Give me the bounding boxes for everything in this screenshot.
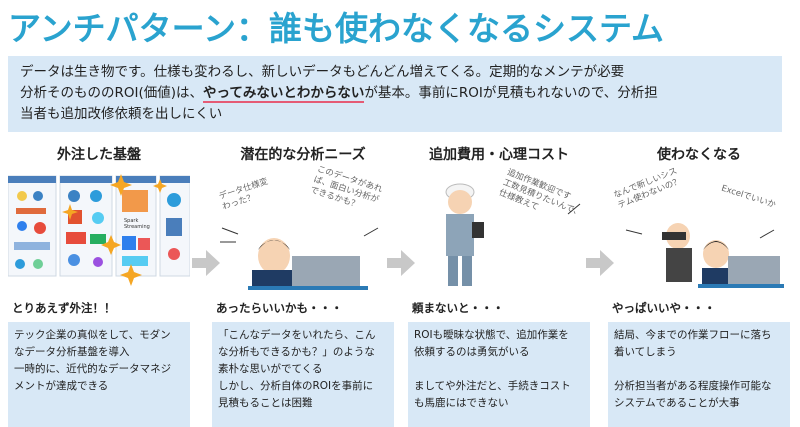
body-line: しかし、分析自体のROIを事前に xyxy=(218,380,374,392)
body-line: 素朴な思いがでてくる xyxy=(218,363,323,375)
intro-line-1: データは生き物です。仕様も変わるし、新しいデータもどんどん増えてくる。定期的なメ… xyxy=(20,64,625,80)
manager-worker-svg xyxy=(625,223,784,288)
page-title: アンチパターン：誰も使わなくなるシステム xyxy=(8,9,665,48)
body-line: 一時的に、近代的なデータマネジ xyxy=(14,363,172,375)
body-line xyxy=(614,361,784,378)
contractor-svg xyxy=(445,183,581,286)
body-line: 分析担当者がある程度操作可能な xyxy=(614,380,772,392)
body-line: ROIも曖昧な状態で、追加作業を xyxy=(414,329,569,341)
analyst-at-laptop-illustration: データ仕様変 わった？ このデータがあれ ば、面白い分析が できるかも？ xyxy=(212,164,394,290)
intro-line-2-pre: 分析そのもののROI(価値)は、 xyxy=(20,85,204,101)
column-body: ROIも曖昧な状態で、追加作業を 依頼するのは勇気がいる ましてや外注だと、手続… xyxy=(408,322,590,427)
streaming-label: Streaming xyxy=(124,224,150,230)
sparkle-icon xyxy=(110,174,132,196)
arrow-right-icon xyxy=(586,250,614,276)
column-caption: とりあえず外注！！ xyxy=(12,301,116,315)
body-line: な分析もできるかも？」のような xyxy=(218,346,375,358)
column-caption: 頼まないと・・・ xyxy=(412,301,504,315)
manager-and-worker-illustration: なんで新しいシス テム使わないの？ Excelでいいか xyxy=(608,166,790,290)
body-line: 結局、今までの作業フローに落ち xyxy=(614,329,772,341)
arrow-right-icon xyxy=(192,250,220,276)
body-line: テック企業の真似をして、モダン xyxy=(14,329,171,341)
body-line: 着いてしまう xyxy=(614,346,677,358)
contractor-illustration: 追加作業歓迎です 工数見積りたいんで、 仕様教えて xyxy=(408,167,590,290)
body-line: ましてや外注だと、手続きコスト xyxy=(414,380,571,392)
body-line: システムであることが大事 xyxy=(614,397,740,409)
platform-screenshot-illustration: Spark Streaming xyxy=(7,170,191,290)
column-head: 潜在的な分析ニーズ xyxy=(240,147,366,163)
column-body: テック企業の真似をして、モダン なデータ分析基盤を導入 一時的に、近代的なデータ… xyxy=(8,322,190,427)
body-line xyxy=(414,361,584,378)
platform-screens-svg: Spark Streaming xyxy=(7,174,191,286)
sparkle-icon xyxy=(62,204,78,220)
spark-label: Spark xyxy=(124,218,138,224)
column-latent-needs: 潜在的な分析ニーズ データ仕様変 わった？ このデータがあれ ば、面白い分析が … xyxy=(212,140,394,427)
column-head: 使わなくなる xyxy=(657,147,741,163)
intro-emphasis: やってみないとわからない xyxy=(203,85,365,103)
intro-panel: データは生き物です。仕様も変わるし、新しいデータもどんどん増えてくる。定期的なメ… xyxy=(8,56,782,132)
sparkle-icon xyxy=(120,264,142,286)
column-caption: あったらいいかも・・・ xyxy=(216,301,343,315)
intro-line-3: 当者も追加改修依頼を出しにくい xyxy=(20,106,223,122)
intro-line-2: 分析そのもののROI(価値)は、やってみないとわからないが基本。事前にROIが見… xyxy=(20,83,770,104)
body-line: 見積もることは困難 xyxy=(218,397,313,409)
body-line: も馬鹿にはできない xyxy=(414,397,509,409)
column-head: 外注した基盤 xyxy=(57,147,141,163)
sparkle-icon xyxy=(101,235,121,255)
column-body: 結局、今までの作業フローに落ち 着いてしまう 分析担当者がある程度操作可能な シ… xyxy=(608,322,790,427)
column-additional-cost: 追加費用・心理コスト 追加作業歓迎です 工数見積りたいんで、 仕様教えて 頼まな… xyxy=(408,140,590,427)
body-line: メントが達成できる xyxy=(14,380,109,392)
column-body: 「こんなデータをいれたら、こん な分析もできるかも？」のような 素朴な思いがでて… xyxy=(212,322,394,427)
column-head: 追加費用・心理コスト xyxy=(429,147,569,163)
intro-line-2-post: が基本。事前にROIが見積もれないので、分析担 xyxy=(364,85,658,101)
sparkle-icon xyxy=(153,179,167,193)
body-line: 依頼するのは勇気がいる xyxy=(414,346,530,358)
column-outsourced-platform: 外注した基盤 Spark Streaming xyxy=(7,140,191,427)
person-laptop-svg xyxy=(220,227,379,290)
column-abandoned: 使わなくなる なんで新しいシス テム使わないの？ Excelでいいか やっぱいい… xyxy=(608,140,790,427)
body-line: 「こんなデータをいれたら、こん xyxy=(218,329,376,341)
body-line: なデータ分析基盤を導入 xyxy=(14,346,130,358)
arrow-right-icon xyxy=(387,250,415,276)
column-caption: やっぱいいや・・・ xyxy=(612,301,716,315)
